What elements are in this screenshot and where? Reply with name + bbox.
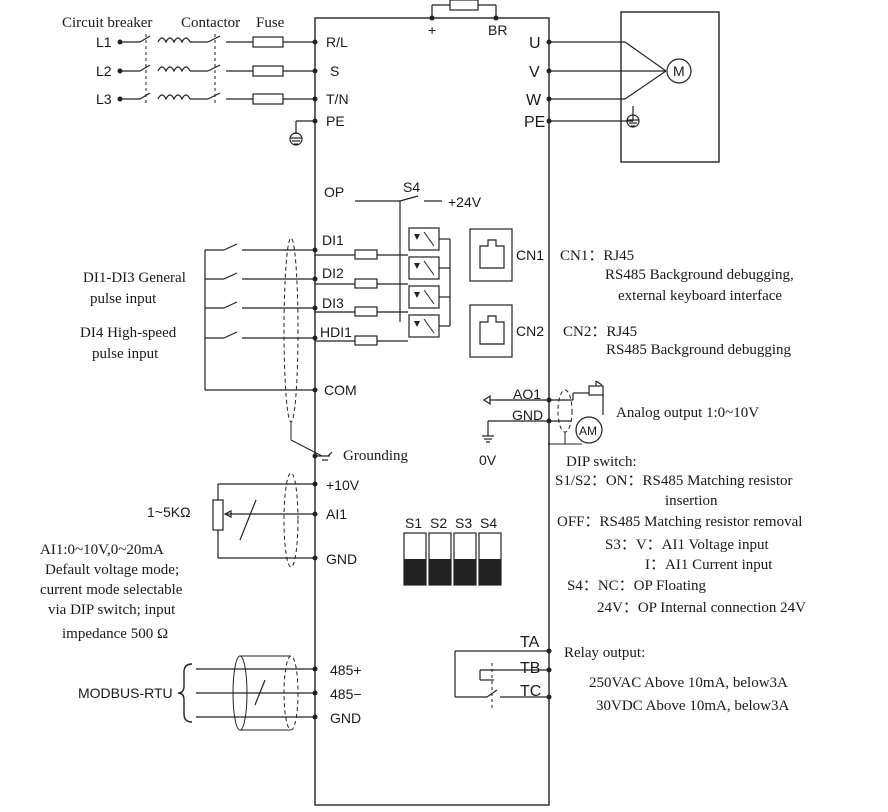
terminal-485n: 485− <box>330 686 362 702</box>
terminal-tc: TC <box>520 683 541 700</box>
cn2-rj45-icon <box>469 304 513 358</box>
l1-label: L1 <box>96 34 112 50</box>
dip-s1-label: S1 <box>405 515 422 531</box>
l3-label: L3 <box>96 91 112 107</box>
power-input-lines <box>120 34 315 134</box>
s4-switch-label: S4 <box>403 179 420 195</box>
terminal-ai1: AI1 <box>326 506 347 522</box>
terminal-di2: DI2 <box>322 265 344 281</box>
terminal-w: W <box>526 92 542 109</box>
braking-resistor <box>429 0 499 21</box>
terminal-dots <box>117 39 552 720</box>
ai-note-line4: via DIP switch; input <box>48 602 176 618</box>
ai-note-line2: Default voltage mode; <box>45 562 179 578</box>
dip-line7: 24V：OP Internal connection 24V <box>597 600 806 616</box>
terminal-ao1: AO1 <box>513 386 541 402</box>
drive-body <box>314 17 550 806</box>
cn1-desc-line3: external keyboard interface <box>618 288 782 304</box>
cn2-label: CN2 <box>516 323 544 339</box>
terminal-pe-in: PE <box>326 113 345 129</box>
relay-contacts <box>454 650 549 708</box>
brake-plus-label: + <box>428 22 436 38</box>
grounding-label: Grounding <box>343 448 408 464</box>
terminal-v: V <box>529 64 540 81</box>
cn1-desc-line2: RS485 Background debugging, <box>605 267 794 283</box>
cn1-desc-line1: CN1：RJ45 <box>560 248 634 264</box>
brake-br-label: BR <box>488 22 507 38</box>
motor-icon: M <box>666 58 692 84</box>
motor-enclosure <box>620 11 720 163</box>
terminal-di1: DI1 <box>322 232 344 248</box>
cn2-desc-line2: RS485 Background debugging <box>606 342 791 358</box>
analog-output-wiring <box>482 380 604 445</box>
zero-v-label: 0V <box>479 452 497 468</box>
note-di-general-1: DI1-DI3 General <box>83 270 186 286</box>
note-di-hs-1: DI4 High-speed <box>80 325 177 341</box>
dip-switch-block <box>403 532 502 586</box>
dip-s3-label: S3 <box>455 515 472 531</box>
terminal-com: COM <box>324 382 357 398</box>
cn1-rj45-icon <box>469 228 513 282</box>
meter-label: AM <box>579 424 597 438</box>
dip-line2: insertion <box>665 493 718 509</box>
terminal-plus10v: +10V <box>326 477 360 493</box>
terminal-485p: 485+ <box>330 662 362 678</box>
pot-label: 1~5KΩ <box>147 504 191 520</box>
modbus-brace-icon <box>177 663 193 723</box>
terminal-ai-gnd: GND <box>326 551 357 567</box>
fuse-label: Fuse <box>256 15 285 31</box>
dip-line4: S3：V：AI1 Voltage input <box>605 537 769 553</box>
terminal-ao-gnd: GND <box>512 407 543 423</box>
ai-note-line1: AI1:0~10V,0~20mA <box>40 542 164 558</box>
note-di-hs-2: pulse input <box>92 346 159 362</box>
terminal-tn: T/N <box>326 91 349 107</box>
terminal-u: U <box>529 35 541 52</box>
terminal-di3: DI3 <box>322 295 344 311</box>
dip-title: DIP switch: <box>566 454 637 470</box>
dip-line5: I：AI1 Current input <box>645 557 773 573</box>
digital-input-switches <box>204 237 323 457</box>
terminal-modbus-gnd: GND <box>330 710 361 726</box>
ammeter-icon: AM <box>575 416 603 444</box>
motor-ground-icon <box>626 114 640 128</box>
s4-switch <box>355 195 442 322</box>
dip-s4-label: S4 <box>480 515 497 531</box>
terminal-tb: TB <box>520 660 540 677</box>
relay-title: Relay output: <box>564 645 645 661</box>
note-di-general-2: pulse input <box>90 291 157 307</box>
terminal-ta: TA <box>520 634 540 651</box>
analog-output-desc: Analog output 1:0~10V <box>616 405 759 421</box>
relay-line2: 30VDC Above 10mA, below3A <box>596 698 789 714</box>
ai-note-line3: current mode selectable <box>40 582 183 598</box>
motor-label: M <box>673 63 685 79</box>
terminal-pe-out: PE <box>524 114 545 131</box>
terminal-hdi1: HDI1 <box>320 324 352 340</box>
cn2-desc-line1: CN2：RJ45 <box>563 324 637 340</box>
terminal-rl: R/L <box>326 34 348 50</box>
modbus-wiring <box>196 655 315 731</box>
relay-line1: 250VAC Above 10mA, below3A <box>589 675 788 691</box>
l2-label: L2 <box>96 63 112 79</box>
contactor-label: Contactor <box>181 15 240 31</box>
terminal-s: S <box>330 63 339 79</box>
analog-input-wiring <box>212 472 315 568</box>
modbus-label: MODBUS-RTU <box>78 685 173 701</box>
dip-line3: OFF：RS485 Matching resistor removal <box>557 514 802 530</box>
terminal-op: OP <box>324 184 344 200</box>
dip-line1: S1/S2：ON：RS485 Matching resistor <box>555 473 793 489</box>
dip-line6: S4：NC：OP Floating <box>567 578 707 594</box>
ai-note-line5: impedance 500 Ω <box>62 626 168 642</box>
pe-ground-icon <box>289 132 303 146</box>
cn1-label: CN1 <box>516 247 544 263</box>
circuit-breaker-label: Circuit breaker <box>62 15 152 31</box>
dip-s2-label: S2 <box>430 515 447 531</box>
plus24v-label: +24V <box>448 194 482 210</box>
motor-output-lines <box>549 41 667 122</box>
optocoupler-block <box>315 227 451 346</box>
